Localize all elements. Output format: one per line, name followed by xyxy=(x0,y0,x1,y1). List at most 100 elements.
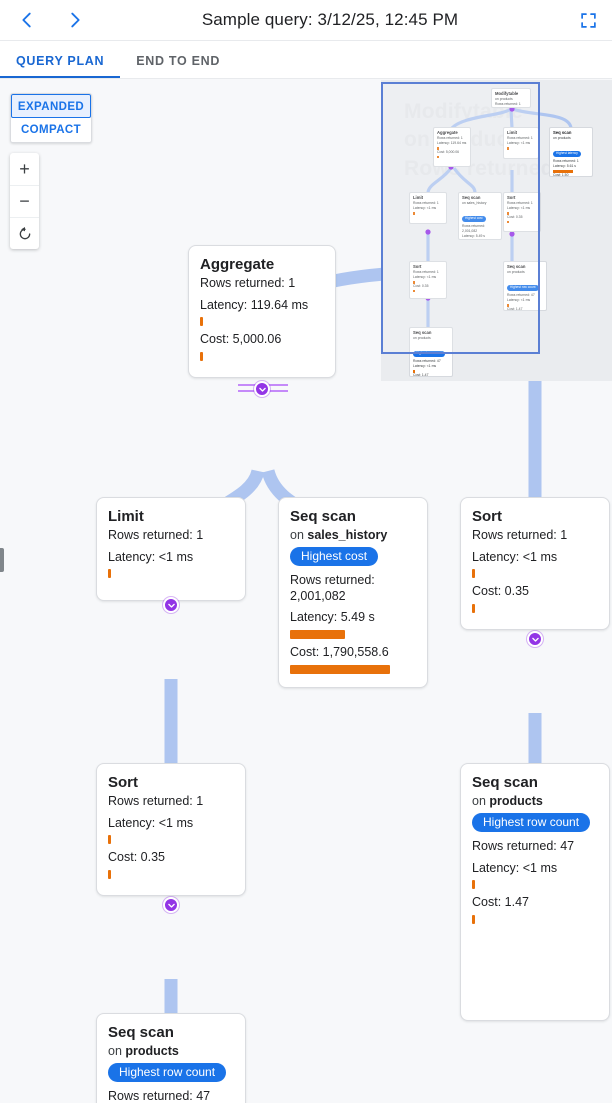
minimap-node: Sort Rows returned: 1 Latency: <1 ms Cos… xyxy=(409,261,447,299)
mm-rows: Rows returned: 1 xyxy=(553,159,579,164)
minimap-node: Sort Rows returned: 1 Latency: <1 ms Cos… xyxy=(503,192,541,232)
node-latency: Latency: 119.64 ms xyxy=(200,297,309,312)
plan-node-limit[interactable]: Limit Rows returned: 1 Latency: <1 ms xyxy=(96,497,246,601)
latency-bar xyxy=(290,629,345,639)
mm-rows: Rows returned: 1 xyxy=(507,136,533,141)
plan-node-seqscan-sales-history[interactable]: Seq scan on sales_history Highest cost R… xyxy=(278,497,428,688)
node-subtitle: on sales_history xyxy=(290,528,416,542)
zoom-out-button[interactable]: − xyxy=(10,185,39,217)
mm-rows: Rows returned: 47 xyxy=(507,293,535,298)
node-rows-returned-value: 2,001,082 xyxy=(290,588,346,603)
zoom-controls[interactable]: + − xyxy=(10,153,39,249)
mm-title: Limit xyxy=(413,195,424,200)
tab-end-to-end[interactable]: END TO END xyxy=(136,54,221,68)
fullscreen-button[interactable] xyxy=(568,0,608,40)
node-cost: Cost: 0.35 xyxy=(472,584,529,599)
chevron-left-icon xyxy=(22,12,31,28)
chevron-right-icon xyxy=(71,12,80,28)
tab-query-plan[interactable]: QUERY PLAN xyxy=(0,54,121,79)
minimap-node: Seq scan on sales_history Highest cost R… xyxy=(458,192,502,240)
plan-node-seqscan-products-right[interactable]: Seq scan on products Highest row count R… xyxy=(460,763,610,1021)
latency-bar xyxy=(108,835,111,845)
mm-latency: Latency: <1 ms xyxy=(413,364,437,369)
mm-latency: Latency: <1 ms xyxy=(413,275,437,280)
mm-badge: Highest cost xyxy=(462,215,486,222)
plan-node-seqscan-products-bottom[interactable]: Seq scan on products Highest row count R… xyxy=(96,1013,246,1103)
status-badge: Highest row count xyxy=(472,813,591,832)
mm-cost-bar xyxy=(413,289,415,293)
display-mode-toggle[interactable]: EXPANDED COMPACT xyxy=(10,93,92,143)
minimap-node: Limit Rows returned: 1 Latency: <1 ms xyxy=(503,127,539,159)
mm-rows: Rows returned: 47 xyxy=(413,359,441,364)
mm-cost: Cost: 0.35 xyxy=(413,283,429,288)
mm-latency: Latency: <1 ms xyxy=(507,298,531,303)
node-cost: Cost: 1.47 xyxy=(472,895,529,910)
mm-badge: Highest row count xyxy=(507,284,539,291)
collapse-handle-aggregate[interactable] xyxy=(254,381,270,397)
mm-title: Modifytable xyxy=(495,91,519,96)
node-title: Seq scan xyxy=(108,1024,174,1041)
minimap-viewport[interactable] xyxy=(381,82,540,354)
node-title: Aggregate xyxy=(200,256,275,273)
mm-sub: on products xyxy=(413,336,431,341)
mm-cost-bar xyxy=(507,220,509,224)
node-latency: Latency: <1 ms xyxy=(472,860,558,875)
minimap-node: Seq scan on products Highest latency Row… xyxy=(549,127,593,177)
panel-drag-handle[interactable] xyxy=(0,548,4,572)
mm-latency-bar xyxy=(413,212,415,215)
latency-bar xyxy=(108,569,111,579)
chevron-down-icon xyxy=(531,637,539,642)
mm-latency-bar xyxy=(553,170,573,173)
zoom-reset-button[interactable] xyxy=(10,217,39,249)
node-title: Sort xyxy=(472,508,502,525)
mm-cost: Cost: 5,000.06 xyxy=(437,149,460,154)
cost-bar xyxy=(200,351,203,361)
node-latency: Latency: <1 ms xyxy=(108,549,194,564)
latency-bar xyxy=(472,569,475,579)
plan-node-aggregate[interactable]: Aggregate Rows returned: 1 Latency: 119.… xyxy=(188,245,336,378)
plan-node-sort-right[interactable]: Sort Rows returned: 1 Latency: <1 ms Cos… xyxy=(460,497,610,630)
node-title: Seq scan xyxy=(290,508,356,525)
mm-latency: Latency: <1 ms xyxy=(507,141,531,146)
cost-bar xyxy=(472,914,475,924)
mm-latency-bar xyxy=(507,147,509,150)
plan-node-sort-left[interactable]: Sort Rows returned: 1 Latency: <1 ms Cos… xyxy=(96,763,246,896)
minimap-node: Limit Rows returned: 1 Latency: <1 ms xyxy=(409,192,447,224)
node-latency: Latency: 5.49 s xyxy=(290,610,375,625)
node-cost: Cost: 1,790,558.6 xyxy=(290,644,389,659)
cost-bar xyxy=(472,603,475,613)
status-badge: Highest cost xyxy=(290,547,379,566)
status-badge: Highest row count xyxy=(108,1063,227,1082)
node-cost: Cost: 0.35 xyxy=(108,850,165,865)
header-divider xyxy=(0,40,612,41)
tab-bar: QUERY PLAN END TO END xyxy=(0,41,612,79)
node-subtitle: on products xyxy=(472,794,598,808)
node-subtitle-prefix: on xyxy=(108,1044,126,1058)
mode-expanded-button[interactable]: EXPANDED xyxy=(11,94,91,118)
node-latency: Latency: <1 ms xyxy=(108,815,194,830)
collapse-handle-sort-right[interactable] xyxy=(527,631,543,647)
mm-title: Seq scan xyxy=(553,130,572,135)
node-subtitle-prefix: on xyxy=(290,528,308,542)
reset-rotate-icon xyxy=(19,226,30,239)
mm-latency: Latency: 5.49 s xyxy=(462,234,485,239)
mm-title: Seq scan xyxy=(462,195,481,200)
minimap[interactable]: Modifytable on products Rows returned xyxy=(381,80,612,381)
zoom-in-button[interactable]: + xyxy=(19,158,30,179)
mm-cost: Cost: 0.35 xyxy=(507,214,523,219)
mode-compact-button[interactable]: COMPACT xyxy=(11,118,91,142)
minimap-node: Modifytable on products Rows returned: 1 xyxy=(491,88,531,108)
next-query-button[interactable] xyxy=(58,3,92,37)
node-rows-returned: Rows returned: xyxy=(290,573,375,587)
collapse-handle-limit[interactable] xyxy=(163,597,179,613)
previous-query-button[interactable] xyxy=(10,3,44,37)
mm-latency-bar xyxy=(507,304,509,307)
minimap-node: Aggregate Rows returned: 1 Latency: 119.… xyxy=(433,127,471,167)
plan-canvas[interactable]: Modifytable on products Rows returned: 1… xyxy=(0,79,612,1103)
collapse-handle-sort-left[interactable] xyxy=(163,897,179,913)
node-rows-returned: Rows returned: 47 xyxy=(108,1089,211,1103)
mm-cost: Cost: 1.50 xyxy=(553,172,569,177)
latency-bar xyxy=(472,880,475,890)
mm-cost: Cost: 1.47 xyxy=(413,372,429,377)
